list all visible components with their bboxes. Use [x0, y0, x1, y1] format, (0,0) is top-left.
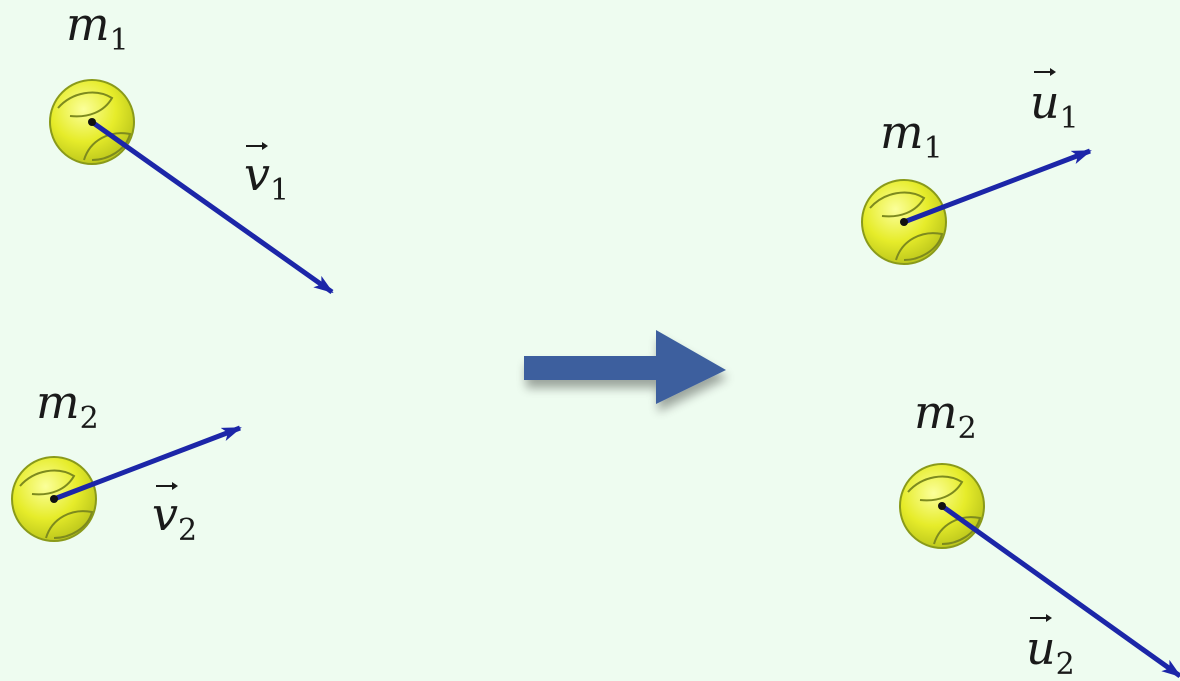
- velocity-label-u1: u1: [1030, 68, 1079, 136]
- velocity-arrow-v2: [53, 425, 242, 502]
- vector-tip-u2: [1046, 614, 1052, 622]
- svg-text:v2: v2: [152, 487, 197, 548]
- ball-m1-after-center: [900, 218, 908, 226]
- vector-tip-v2: [172, 482, 178, 490]
- ball-m2-before-center: [50, 495, 58, 503]
- vector-tip-v1: [262, 142, 268, 150]
- right-arrow-icon: [524, 330, 726, 404]
- vector-tip-u1: [1050, 68, 1056, 76]
- svg-text:u1: u1: [1030, 75, 1079, 136]
- velocity-arrow-u1: [903, 148, 1092, 225]
- velocity-label-v1: v1: [244, 142, 289, 208]
- ball-m2-after-center: [938, 502, 946, 510]
- mass-label-m1-after: m1: [880, 105, 943, 166]
- velocity-label-v2: v2: [152, 482, 197, 548]
- mass-label-m2-before: m2: [36, 375, 99, 436]
- velocity-label-u2: u2: [1026, 614, 1075, 681]
- mass-label-m2-after: m2: [914, 385, 977, 446]
- ball-m1-before-center: [88, 118, 96, 126]
- velocity-arrow-v1: [90, 119, 334, 295]
- svg-text:v1: v1: [244, 147, 289, 208]
- velocity-arrow-u2: [940, 503, 1180, 679]
- mass-label-m1-before: m1: [66, 0, 129, 58]
- svg-text:u2: u2: [1026, 621, 1075, 681]
